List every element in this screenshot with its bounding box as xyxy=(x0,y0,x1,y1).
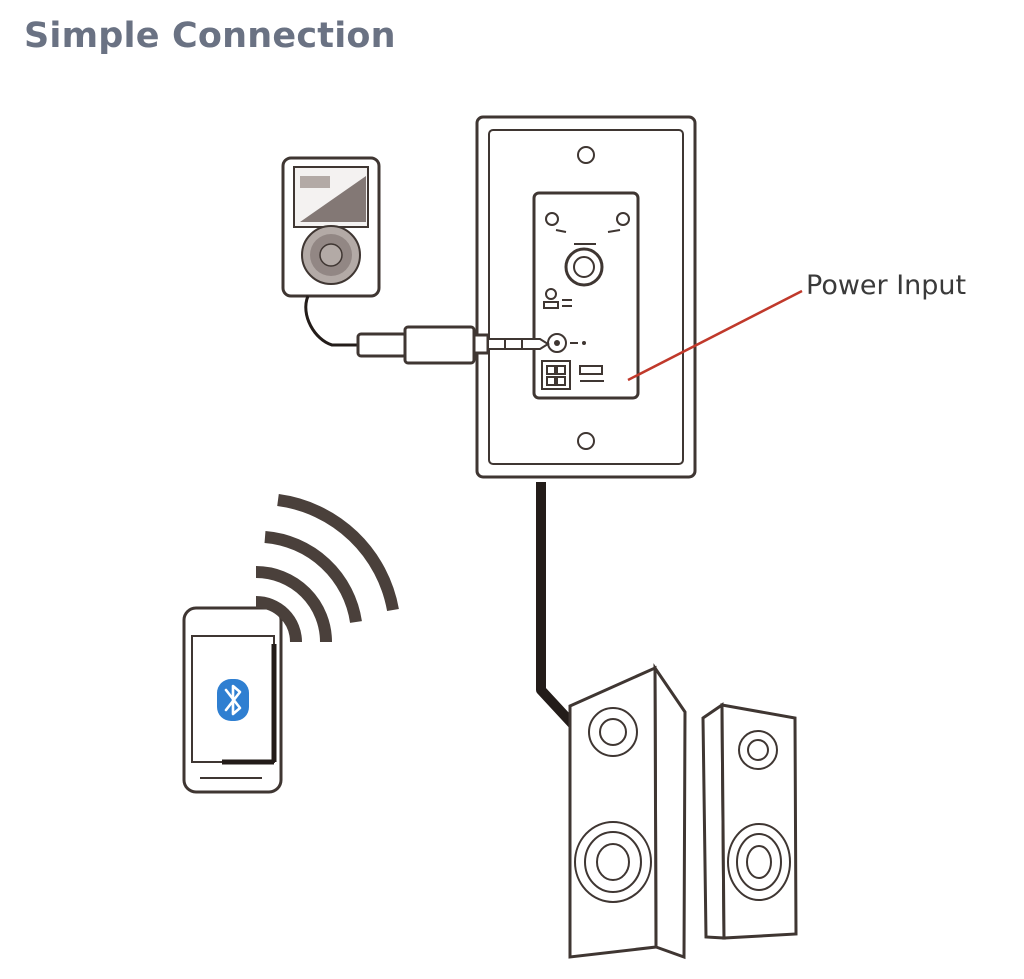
wireless-signal-icon xyxy=(255,494,399,643)
smartphone-icon xyxy=(182,606,283,794)
bluetooth-icon xyxy=(217,679,249,721)
left-speaker-icon xyxy=(568,663,687,960)
pairing-button-icon xyxy=(543,288,572,309)
speaker-cable xyxy=(536,482,582,734)
receiver-module xyxy=(532,191,640,400)
page-title: Simple Connection xyxy=(24,16,396,56)
mp3-player-icon xyxy=(281,156,381,298)
right-speaker-icon xyxy=(701,702,798,940)
left-led-icon xyxy=(545,212,559,226)
aux-cable xyxy=(304,295,550,365)
right-led-icon xyxy=(616,212,630,226)
volume-knob xyxy=(564,247,604,287)
power-input-callout-line xyxy=(627,289,803,382)
power-input-label: Power Input xyxy=(806,270,967,301)
power-terminal-icon xyxy=(541,360,604,390)
